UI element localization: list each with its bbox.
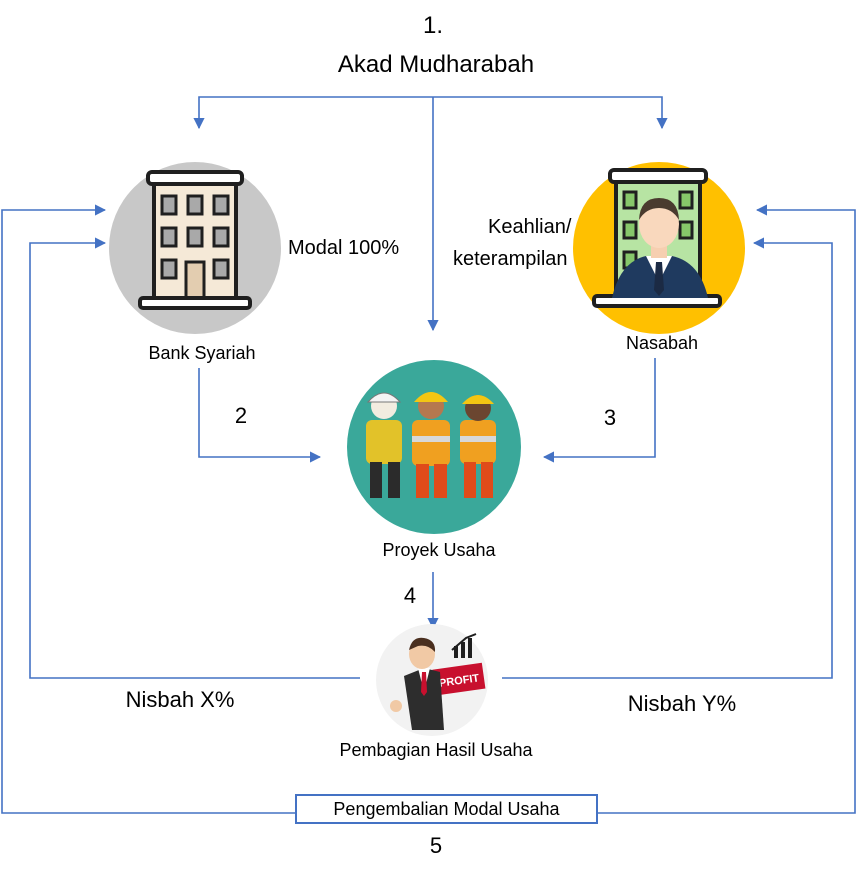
bank-label: Bank Syariah bbox=[148, 343, 255, 363]
akad-step-number: 1. bbox=[423, 12, 443, 39]
nisbah-y-arrow bbox=[502, 237, 833, 679]
return-to-customer-arrow bbox=[598, 204, 856, 814]
step-2-label: 2 bbox=[235, 403, 247, 428]
akad-to-bank-arrow bbox=[193, 96, 433, 130]
project-label: Proyek Usaha bbox=[382, 540, 496, 560]
bank-building-icon bbox=[109, 162, 281, 334]
return-to-bank-arrow bbox=[1, 204, 295, 814]
customer-to-project-arrow bbox=[542, 358, 656, 463]
nisbah-bank-label: Nisbah X% bbox=[126, 687, 235, 712]
capital-return-box: Pengembalian Modal Usaha bbox=[295, 794, 598, 824]
akad-to-customer-arrow bbox=[433, 96, 668, 130]
nisbah-customer-label: Nisbah Y% bbox=[628, 691, 736, 716]
customer-label: Nasabah bbox=[626, 333, 698, 353]
profit-share-label: Pembagian Hasil Usaha bbox=[339, 740, 533, 760]
businessman-building-icon bbox=[573, 162, 745, 334]
skill-label-line2: keterampilan bbox=[453, 248, 568, 270]
capital-return-label: Pengembalian Modal Usaha bbox=[333, 798, 560, 819]
capital-label: Modal 100% bbox=[288, 237, 399, 259]
akad-title: Akad Mudharabah bbox=[338, 51, 534, 78]
construction-workers-icon bbox=[347, 360, 521, 534]
step-5-label: 5 bbox=[430, 833, 442, 858]
profit-sign-businessman-icon: PROFIT bbox=[376, 624, 488, 736]
nisbah-x-arrow bbox=[29, 237, 360, 679]
bank-to-project-arrow bbox=[198, 368, 322, 463]
step-4-label: 4 bbox=[404, 583, 416, 608]
skill-label-line1: Keahlian/ bbox=[488, 216, 572, 238]
svg-text:PROFIT: PROFIT bbox=[438, 672, 480, 690]
step-3-label: 3 bbox=[604, 405, 616, 430]
connectors bbox=[1, 96, 856, 814]
